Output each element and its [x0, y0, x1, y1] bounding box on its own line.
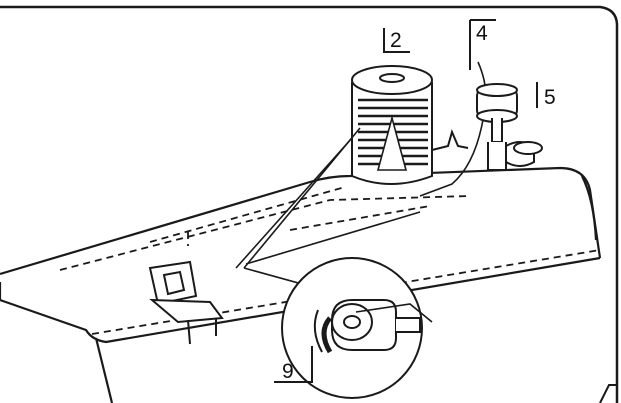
frame-corner: [0, 5, 619, 403]
callout-4: 4: [469, 19, 496, 70]
machine-body: [0, 166, 602, 403]
thread-guide-plate: [148, 260, 224, 345]
callout-2-label: 2: [390, 29, 402, 52]
callout-2: 2: [383, 28, 410, 53]
spool-pin: [431, 129, 469, 151]
tension-assembly: [476, 83, 543, 171]
detail-inset: [281, 257, 433, 399]
callout-9-label: 9: [282, 360, 294, 383]
callout-5-label: 5: [544, 86, 556, 109]
callout-9: 9: [274, 346, 313, 383]
frame-bottom-mark: [599, 384, 617, 403]
thread-spool: [351, 65, 433, 185]
callout-4-label: 4: [476, 22, 488, 45]
callout-5: 5: [536, 82, 556, 109]
